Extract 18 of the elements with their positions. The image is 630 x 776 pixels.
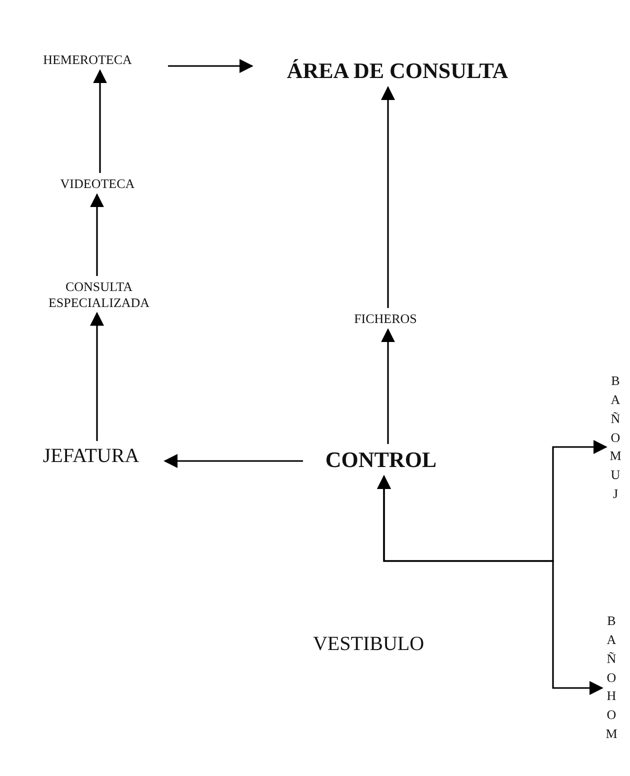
arrow — [164, 454, 303, 468]
room-label: BAÑO HOM — [605, 612, 618, 744]
room-label: JEFATURA — [20, 444, 162, 468]
arrow — [93, 69, 107, 173]
room-label: CONTROL — [306, 447, 456, 474]
arrow — [90, 312, 104, 441]
room-label: ÁREA DE CONSULTA — [255, 58, 540, 84]
arrow — [168, 59, 254, 73]
room-label: HEMEROTECA — [10, 52, 165, 68]
arrow — [377, 475, 604, 695]
arrow — [381, 86, 395, 308]
room-label: CONSULTA ESPECIALIZADA — [20, 279, 178, 310]
room-label: BAÑO MUJ — [609, 372, 622, 504]
arrow — [90, 193, 104, 276]
room-label: VIDEOTECA — [25, 176, 170, 192]
arrow — [381, 328, 395, 444]
room-label: FICHEROS — [318, 311, 453, 327]
room-label: VESTIBULO — [286, 632, 451, 656]
